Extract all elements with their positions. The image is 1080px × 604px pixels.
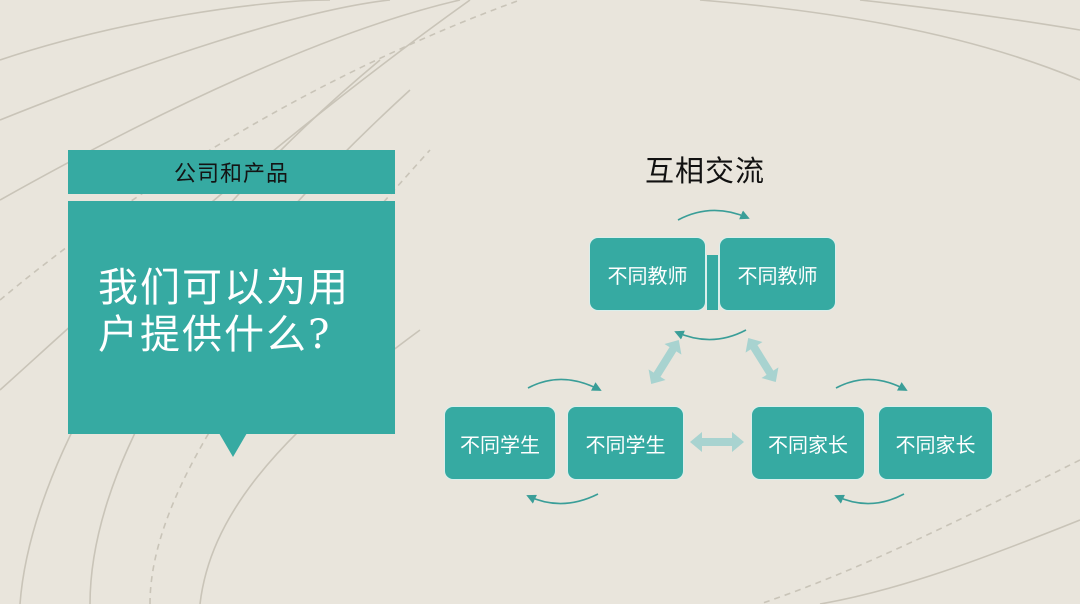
node-parent-1: 不同家长 [751, 406, 865, 480]
node-teacher-1: 不同教师 [589, 237, 706, 311]
slide-title: 我们可以为用户提供什么? [98, 265, 350, 358]
title-callout-box: 我们可以为用户提供什么? [68, 201, 395, 434]
diagram-title: 互相交流 [644, 154, 765, 188]
section-label: 公司和产品 [68, 150, 395, 194]
node-student-2: 不同学生 [567, 406, 684, 480]
callout-pointer [219, 433, 247, 457]
node-parent-2: 不同家长 [878, 406, 993, 480]
node-student-1: 不同学生 [444, 406, 556, 480]
node-teacher-2: 不同教师 [719, 237, 836, 311]
teacher-link-connector [706, 255, 719, 310]
